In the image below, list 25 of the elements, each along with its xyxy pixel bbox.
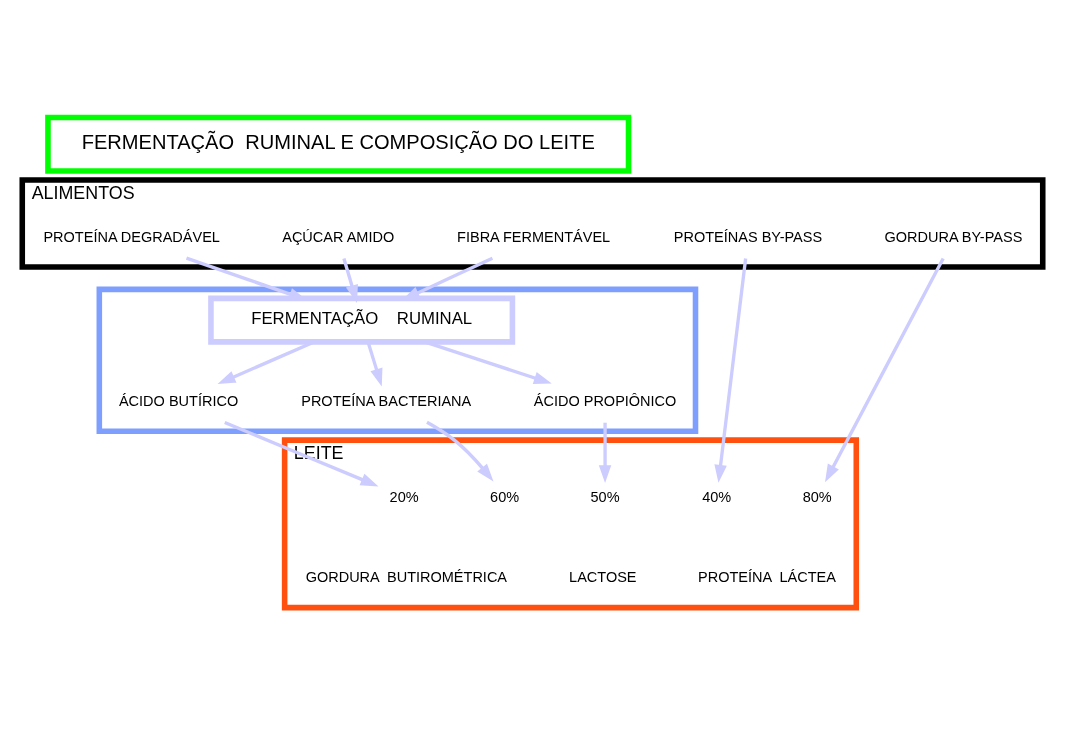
- node-text: PROTEÍNA LÁCTEA: [698, 569, 836, 586]
- node-text: GORDURA BY-PASS: [884, 228, 1023, 245]
- node-text: PROTEÍNAS BY-PASS: [673, 228, 823, 245]
- arrow: [426, 420, 494, 482]
- arrow: [598, 422, 612, 484]
- node-text: 20%: [389, 488, 419, 505]
- arrow: [224, 420, 379, 487]
- arrow: [424, 340, 552, 384]
- node-text: FIBRA FERMENTÁVEL: [457, 228, 611, 245]
- node-box: FERMENTAÇÃO RUMINAL: [208, 295, 516, 345]
- node-text: AÇÚCAR AMIDO: [282, 228, 395, 245]
- node-text: ÁCIDO PROPIÔNICO: [533, 392, 677, 409]
- arrow: [366, 341, 383, 387]
- arrow: [714, 258, 748, 483]
- node-box: FERMENTAÇÃO RUMINAL E COMPOSIÇÃO DO LEITE: [45, 114, 632, 174]
- arrow: [825, 257, 945, 483]
- node-text: 50%: [590, 488, 620, 505]
- node-text: 60%: [490, 488, 520, 505]
- node-text: PROTEÍNA BACTERIANA: [301, 392, 472, 409]
- node-text: LACTOSE: [569, 569, 637, 586]
- node-text: GORDURA BUTIROMÉTRICA: [305, 569, 508, 586]
- node-text: PROTEÍNA DEGRADÁVEL: [43, 228, 220, 245]
- node-text: 80%: [802, 488, 832, 505]
- node-text: 40%: [702, 488, 732, 505]
- node-text: ÁCIDO BUTÍRICO: [118, 392, 239, 409]
